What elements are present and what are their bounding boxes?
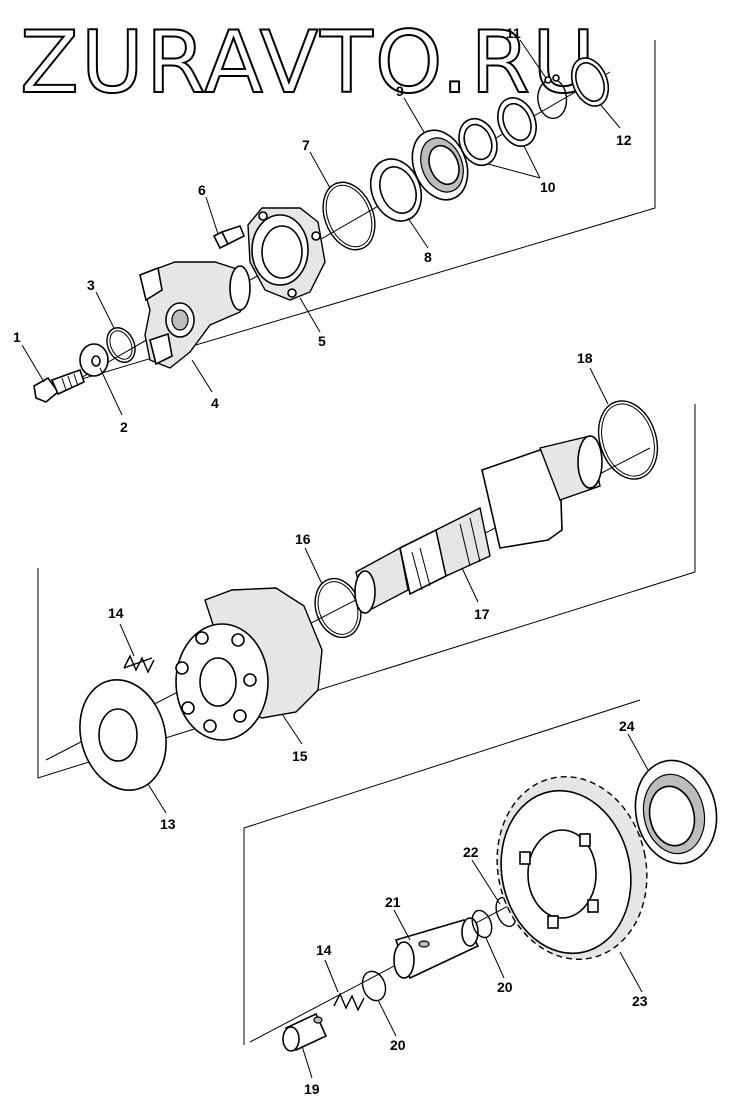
upper-group-frame (44, 40, 656, 391)
callout-9: 9 (396, 83, 404, 99)
callout-19: 19 (304, 1081, 320, 1097)
callout-11: 11 (506, 25, 521, 41)
middle-group-frame (37, 404, 696, 779)
callout-15: 15 (292, 748, 308, 764)
part-clutch-housing-15 (175, 587, 323, 741)
callout-5: 5 (318, 333, 326, 349)
callout-6: 6 (198, 182, 206, 198)
part-o-ring-3 (106, 327, 136, 363)
part-flange-housing-5 (247, 207, 326, 301)
callout-4: 4 (211, 395, 219, 411)
part-pin-21 (393, 917, 480, 980)
callout-16: 16 (295, 531, 311, 547)
callout-20b: 20 (497, 979, 513, 995)
callout-20a: 20 (390, 1037, 406, 1053)
callout-22: 22 (463, 844, 479, 860)
part-disc-13 (79, 679, 167, 791)
part-o-ring-20b (471, 909, 493, 939)
part-o-ring-7 (322, 181, 376, 251)
callout-1: 1 (13, 329, 21, 345)
callout-18: 18 (577, 350, 593, 366)
callout-23: 23 (632, 993, 648, 1009)
part-rings-10 (458, 97, 537, 167)
part-screw-6 (212, 225, 246, 250)
callout-10: 10 (540, 179, 556, 195)
callout-24: 24 (619, 718, 635, 734)
part-bearing-24 (634, 759, 718, 865)
callout-12: 12 (616, 132, 632, 148)
callout-17: 17 (474, 606, 490, 622)
part-circlip-11 (537, 74, 568, 119)
callout-3: 3 (87, 277, 95, 293)
callout-8: 8 (424, 249, 432, 265)
part-bolt-1 (33, 368, 85, 403)
part-yoke-4 (139, 261, 251, 369)
part-shaft-17 (354, 435, 603, 614)
callout-7: 7 (302, 137, 310, 153)
part-o-ring-18 (597, 400, 659, 480)
part-seal-ring-8 (369, 158, 423, 222)
callout-21: 21 (385, 894, 401, 910)
callout-14b: 14 (316, 942, 332, 958)
part-spring-14a (123, 654, 155, 674)
part-washer-2 (79, 343, 109, 377)
watermark: ZURAVTO.RU (20, 13, 597, 113)
part-o-ring-20a (361, 970, 387, 1002)
part-gear-23 (496, 776, 648, 960)
callout-13: 13 (160, 816, 176, 832)
callout-2: 2 (120, 419, 128, 435)
callout-14a: 14 (108, 605, 124, 621)
part-ring-12 (570, 57, 610, 107)
leader-lines (21, 39, 649, 1079)
part-spring-14b (333, 992, 365, 1012)
part-sleeve-19 (282, 1012, 328, 1052)
lower-group-frame (243, 699, 641, 1045)
part-bearing-9 (411, 129, 469, 201)
